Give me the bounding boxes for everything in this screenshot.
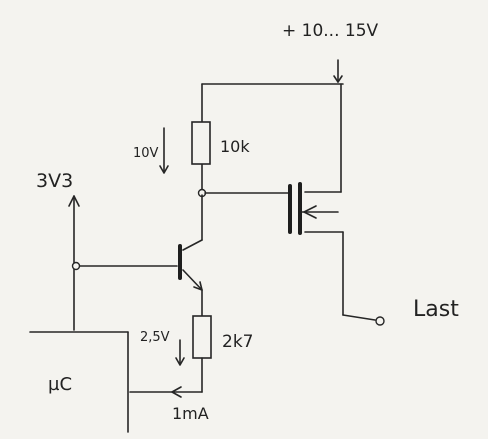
- load-label: Last: [413, 297, 459, 322]
- voltage-arrows: [159, 127, 185, 366]
- base-wiring: [68, 195, 178, 331]
- mosfet-switch: [288, 182, 376, 321]
- supply-label: + 10... 15V: [282, 21, 379, 41]
- upper-drop-label: 10V: [133, 146, 159, 161]
- lower-drop-label: 2,5V: [140, 330, 170, 345]
- current-label: 1mA: [172, 404, 209, 423]
- microcontroller-box: [29, 331, 129, 433]
- upper-resistor-label: 10k: [220, 137, 250, 156]
- supply-wiring: [201, 59, 344, 193]
- current-return: [129, 386, 203, 398]
- resistor-10k: [191, 121, 211, 165]
- base-node: [71, 261, 81, 271]
- load-terminal: [375, 316, 385, 326]
- lower-resistor-label: 2k7: [222, 332, 253, 352]
- resistor-2k7: [192, 315, 212, 359]
- npn-transistor: [178, 194, 203, 317]
- rail-label: 3V3: [36, 170, 73, 192]
- microcontroller-label: µC: [48, 374, 72, 395]
